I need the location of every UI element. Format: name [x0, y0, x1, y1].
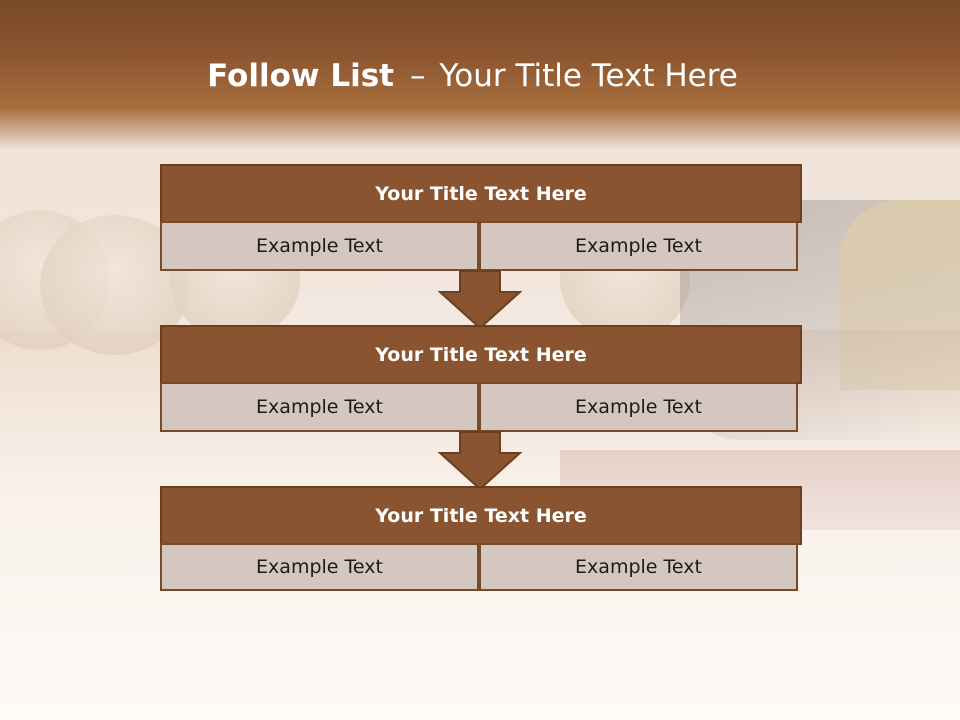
down-arrow-icon [438, 270, 522, 330]
block-title: Your Title Text Here [160, 164, 802, 223]
slide-title: Follow List–Your Title Text Here [0, 54, 945, 98]
block-title: Your Title Text Here [160, 325, 802, 384]
down-arrow-icon [438, 431, 522, 491]
block-cell-left: Example Text [160, 382, 479, 432]
block-title: Your Title Text Here [160, 486, 802, 545]
background-figure-leg [840, 200, 960, 390]
slide-title-rest: Your Title Text Here [439, 58, 738, 94]
slide-title-bold: Follow List [207, 58, 394, 94]
block-cell-right: Example Text [479, 382, 798, 432]
header-band [0, 0, 960, 150]
block-cell-right: Example Text [479, 221, 798, 271]
slide-title-dash: – [409, 58, 426, 94]
block-cell-right: Example Text [479, 543, 798, 591]
block-cell-left: Example Text [160, 543, 479, 591]
block-cell-left: Example Text [160, 221, 479, 271]
